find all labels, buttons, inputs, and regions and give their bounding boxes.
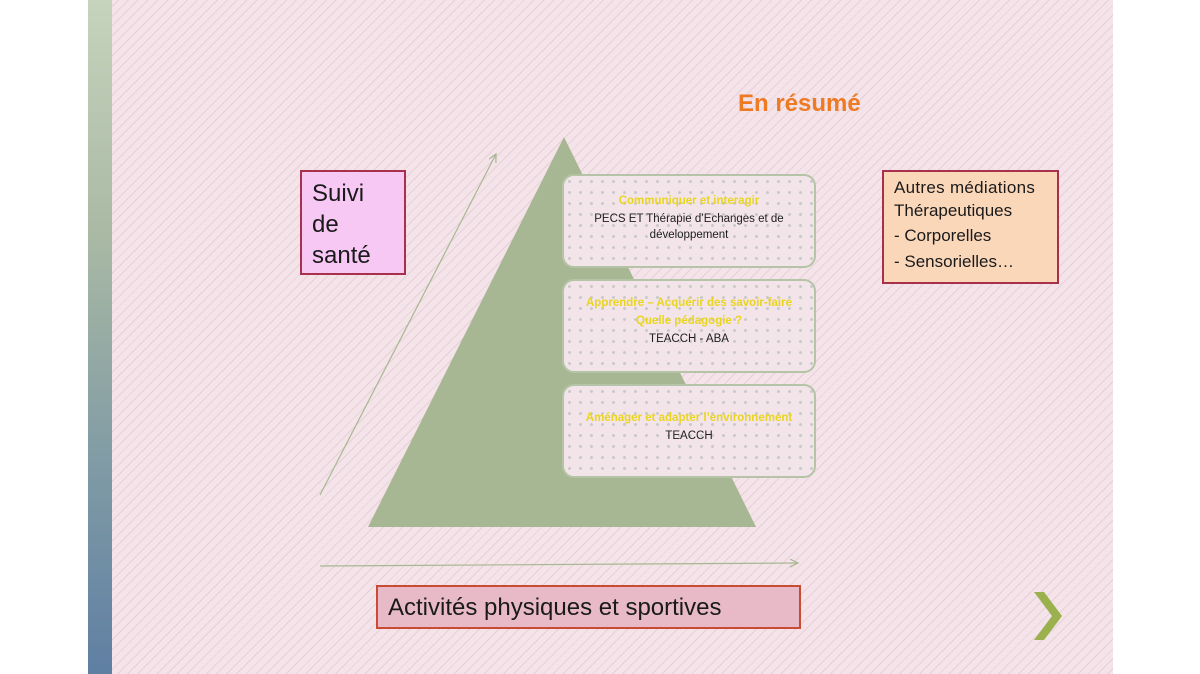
autres-line: Autres médiations	[894, 178, 1036, 197]
tier-text: TEACCH	[665, 430, 713, 442]
tier-text: TEACCH - ABA	[649, 333, 729, 345]
pyramid-tier-amenager: Aménager et adapter l’environnement TEAC…	[562, 384, 816, 478]
tier-text: développement	[649, 229, 729, 241]
tier-subheading: Quelle pédagogie ?	[635, 315, 743, 327]
slide: En résumé Communiquer et interagir PECS …	[88, 0, 1113, 674]
tier-heading: Communiquer et interagir	[618, 195, 760, 207]
suivi-line: Suivi	[312, 180, 365, 207]
vertical-axis-arrow	[319, 154, 496, 496]
left-accent-bar	[88, 0, 112, 674]
autres-line: - Corporelles	[894, 226, 992, 245]
pyramid-tier-communiquer: Communiquer et interagir PECS ET Thérapi…	[562, 174, 816, 268]
autres-line: Thérapeutiques	[894, 201, 1013, 220]
activites-box: Activités physiques et sportives	[376, 585, 801, 629]
pyramid-tier-apprendre: Apprendre – Acquérir des savoir-faire Qu…	[562, 279, 816, 373]
horizontal-axis-arrow	[319, 563, 798, 566]
suivi-line: de	[312, 211, 339, 238]
autres-line: - Sensorielles…	[894, 252, 1014, 271]
chevron-right-icon[interactable]	[1034, 590, 1062, 642]
autres-mediations-box: Autres médiations Thérapeutiques - Corpo…	[882, 170, 1059, 284]
suivi-sante-box: Suivi de santé	[300, 170, 406, 275]
tier-heading: Aménager et adapter l’environnement	[585, 412, 793, 424]
suivi-line: santé	[312, 242, 371, 269]
tier-text: PECS ET Thérapie d’Echanges et de	[594, 213, 784, 225]
tier-heading: Apprendre – Acquérir des savoir-faire	[585, 297, 792, 309]
slide-title: En résumé	[738, 90, 861, 117]
